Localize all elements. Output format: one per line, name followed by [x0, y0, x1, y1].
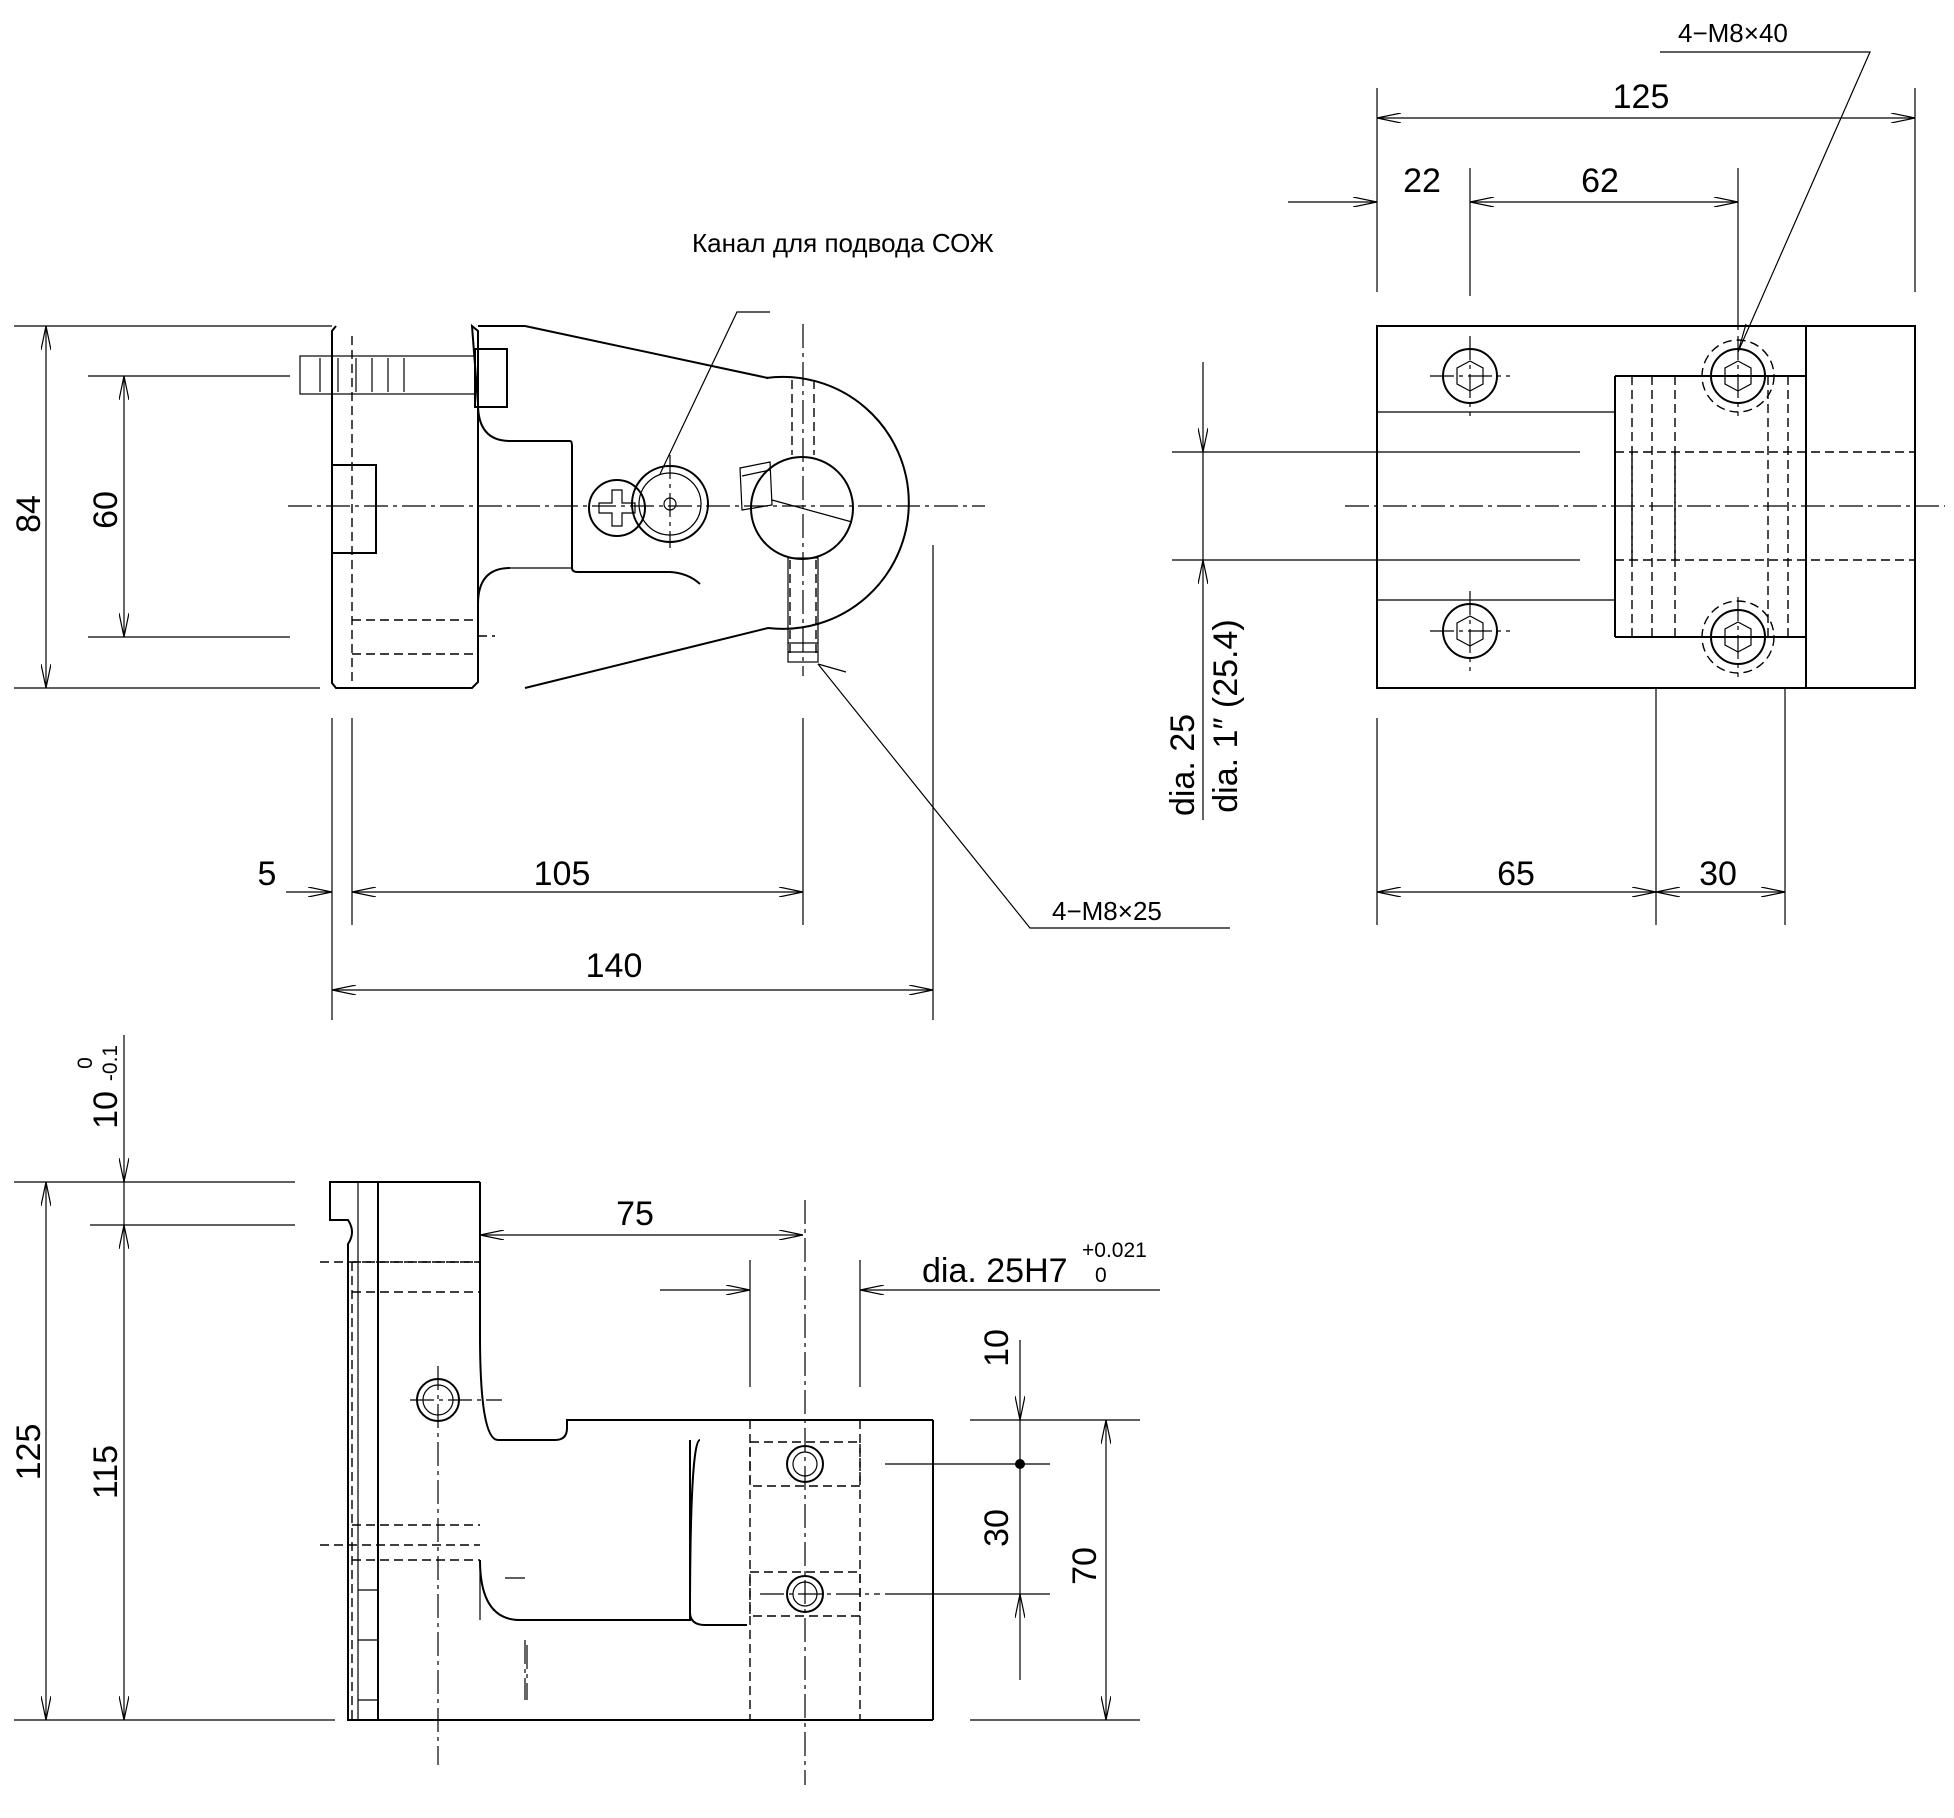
dim-30-right: 30: [1699, 855, 1737, 893]
dim-115: 115: [87, 1445, 125, 1499]
dimension-labels: 84 60 5 105 140 125 22 62 65 30 125 115 …: [10, 18, 1788, 1585]
label-screws-m8x25: 4−M8×25: [1052, 896, 1162, 926]
tol-10-upper: 0: [74, 1057, 97, 1069]
top-view: [1345, 325, 1945, 689]
tol-25-lower: 0: [1095, 1264, 1107, 1287]
dim-62: 62: [1581, 162, 1619, 200]
top-view-dimensions: [1172, 51, 1916, 925]
dim-70: 70: [1066, 1547, 1104, 1585]
front-view: [288, 323, 985, 689]
dim-125-top: 125: [1613, 78, 1670, 116]
dim-84: 84: [10, 495, 48, 533]
dim-75: 75: [616, 1195, 654, 1233]
dim-140: 140: [586, 947, 643, 985]
side-view: [320, 1181, 934, 1785]
dim-10-tolerance: 10: [87, 1091, 125, 1129]
dim-125-bottom: 125: [10, 1424, 48, 1481]
dim-10-right: 10: [978, 1329, 1016, 1367]
tol-25-upper: +0.021: [1082, 1239, 1147, 1262]
label-bore-dia-1inch: dia. 1″ (25.4): [1207, 619, 1245, 812]
dim-22: 22: [1403, 162, 1441, 200]
dim-5: 5: [258, 855, 277, 893]
dim-60: 60: [87, 491, 125, 529]
label-bore-dia-25: dia. 25: [1164, 714, 1202, 816]
front-view-dimensions: [14, 311, 1230, 1020]
dim-65: 65: [1497, 855, 1535, 893]
side-view-dimensions: [14, 1035, 1160, 1721]
label-coolant-channel: Канал для подвода СОЖ: [692, 228, 994, 258]
dim-30-bottom: 30: [978, 1509, 1016, 1547]
tol-10-lower: -0.1: [99, 1045, 122, 1081]
dim-105: 105: [534, 855, 591, 893]
label-screws-m8x40: 4−M8×40: [1678, 18, 1788, 48]
fit-dia-25H7: dia. 25H7: [922, 1252, 1068, 1290]
